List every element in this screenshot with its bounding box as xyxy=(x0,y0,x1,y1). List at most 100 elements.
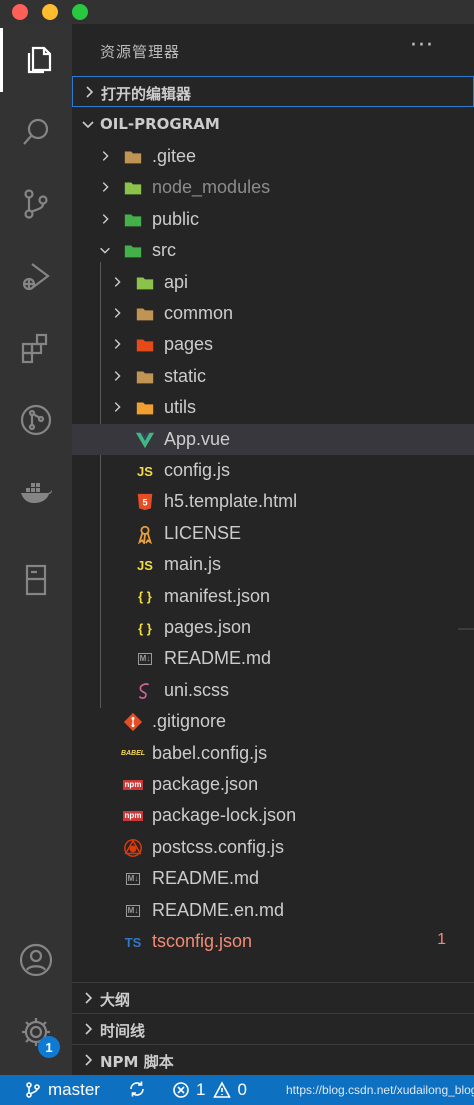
project-name: OIL-PROGRAM xyxy=(100,115,220,133)
tree-item[interactable]: App.vue xyxy=(72,423,474,455)
markdown-icon: M↓ xyxy=(125,904,141,917)
settings-activity-button[interactable]: 1 xyxy=(0,1000,72,1064)
tree-item[interactable]: postcss.config.js xyxy=(72,832,474,863)
account-icon xyxy=(19,943,53,977)
extensions-icon xyxy=(21,333,48,364)
tree-item[interactable]: static xyxy=(72,361,474,392)
chevron-right-icon xyxy=(85,1023,93,1035)
tree-item[interactable]: uni.scss xyxy=(72,675,474,706)
license-icon xyxy=(134,523,156,545)
tree-item[interactable]: utils xyxy=(72,392,474,423)
tree-item[interactable]: .gitignore xyxy=(72,706,474,737)
chevron-right-icon xyxy=(85,992,93,1004)
project-section[interactable]: OIL-PROGRAM xyxy=(72,109,474,140)
chevron-right-icon xyxy=(85,1054,93,1066)
tree-item-label: common xyxy=(164,303,234,323)
docker-activity-button[interactable] xyxy=(0,460,72,524)
tree-item-label: README.md xyxy=(164,648,272,669)
tree-item-label: package.json xyxy=(152,774,259,794)
minimize-window-button[interactable] xyxy=(42,4,58,20)
tree-item[interactable]: { }pages.json xyxy=(72,612,474,643)
source-control-activity-button[interactable] xyxy=(0,172,72,236)
account-activity-button[interactable] xyxy=(0,928,72,992)
tree-item-label: utils xyxy=(164,397,197,418)
tree-item[interactable]: LICENSE xyxy=(72,518,474,549)
folder-public-icon xyxy=(122,209,144,231)
tree-item[interactable]: api xyxy=(72,267,474,298)
markdown-icon: M↓ xyxy=(125,873,141,886)
npm-icon: npm xyxy=(122,811,144,822)
outline-section[interactable]: 大纲 xyxy=(72,982,474,1013)
tree-item[interactable]: M↓README.en.md xyxy=(72,895,474,926)
json-icon: { } xyxy=(138,589,152,605)
remote-explorer-activity-button[interactable] xyxy=(0,548,72,612)
branch-status[interactable]: master xyxy=(24,1080,100,1100)
tree-item[interactable]: pages xyxy=(72,329,474,360)
close-window-button[interactable] xyxy=(12,4,28,20)
tree-item[interactable]: { }manifest.json xyxy=(72,581,474,612)
tree-item-label: .gitignore xyxy=(152,711,227,732)
search-activity-button[interactable] xyxy=(0,100,72,164)
sync-status[interactable] xyxy=(128,1080,152,1098)
tree-item-label: public xyxy=(152,208,200,229)
tree-item-label: babel.config.js xyxy=(152,742,268,763)
run-debug-activity-button[interactable] xyxy=(0,244,72,308)
tree-item[interactable]: M↓README.md xyxy=(72,863,474,894)
tree-item-label: api xyxy=(164,271,189,292)
chevron-right-icon xyxy=(114,370,121,381)
extensions-activity-button[interactable] xyxy=(0,316,72,380)
chevron-right-icon xyxy=(114,308,121,318)
tree-item[interactable]: M↓README.md xyxy=(72,643,474,674)
git-graph-icon xyxy=(20,404,52,436)
svg-text:5: 5 xyxy=(142,498,147,508)
error-count: 1 xyxy=(196,1080,206,1099)
tree-item[interactable]: .gitee xyxy=(72,141,474,172)
more-actions-button[interactable]: ··· xyxy=(410,33,434,58)
tree-item-label: config.js xyxy=(164,460,231,480)
explorer-header: 资源管理器 ··· xyxy=(72,24,474,76)
tree-item[interactable]: common xyxy=(72,298,474,329)
status-bar: master 1 0 https://blog.csdn.net/xudailo… xyxy=(0,1075,474,1105)
tree-item[interactable]: npm package-lock.json xyxy=(72,800,474,831)
open-editors-label: 打开的编辑器 xyxy=(101,85,192,103)
chevron-right-icon xyxy=(114,276,121,287)
scrollbar-marker xyxy=(458,628,474,630)
remote-explorer-icon xyxy=(25,564,47,596)
explorer-sidebar: 资源管理器 ··· 打开的编辑器 OIL-PROGRAM .gitee node_… xyxy=(72,24,474,1075)
explorer-activity-button[interactable] xyxy=(0,28,72,92)
git-graph-activity-button[interactable] xyxy=(0,388,72,452)
tree-item-label: h5.template.html xyxy=(164,491,298,512)
open-editors-section[interactable]: 打开的编辑器 xyxy=(72,76,474,107)
tree-item-label: static xyxy=(164,365,207,386)
tree-item-label: .gitee xyxy=(152,146,197,166)
tree-item[interactable]: 5 h5.template.html xyxy=(72,486,474,517)
npm-icon: npm xyxy=(122,780,144,790)
branch-name: master xyxy=(48,1080,100,1099)
folder-src-icon xyxy=(122,240,144,262)
js-icon: JS xyxy=(137,557,153,573)
outline-label: 大纲 xyxy=(100,991,131,1009)
tree-item[interactable]: node_modules xyxy=(72,172,474,203)
tree-item[interactable]: public xyxy=(72,204,474,235)
chevron-down-icon xyxy=(100,247,110,254)
timeline-section[interactable]: 时间线 xyxy=(72,1013,474,1044)
tree-item-label: postcss.config.js xyxy=(152,836,285,857)
tree-item[interactable]: src xyxy=(72,235,474,266)
npm-scripts-section[interactable]: NPM 脚本 xyxy=(72,1044,474,1075)
chevron-right-icon xyxy=(102,182,109,193)
maximize-window-button[interactable] xyxy=(72,4,88,20)
tree-item[interactable]: npm package.json xyxy=(72,769,474,800)
git-icon xyxy=(122,711,144,733)
problems-status[interactable]: 1 0 xyxy=(172,1080,247,1100)
vue-icon xyxy=(134,429,156,451)
tree-item-label: package-lock.json xyxy=(152,805,297,826)
folder-icon xyxy=(134,366,156,388)
tree-item-label: node_modules xyxy=(152,177,271,198)
indent-guide xyxy=(100,262,101,708)
tree-item-label: src xyxy=(152,240,176,261)
sass-icon xyxy=(134,680,156,702)
